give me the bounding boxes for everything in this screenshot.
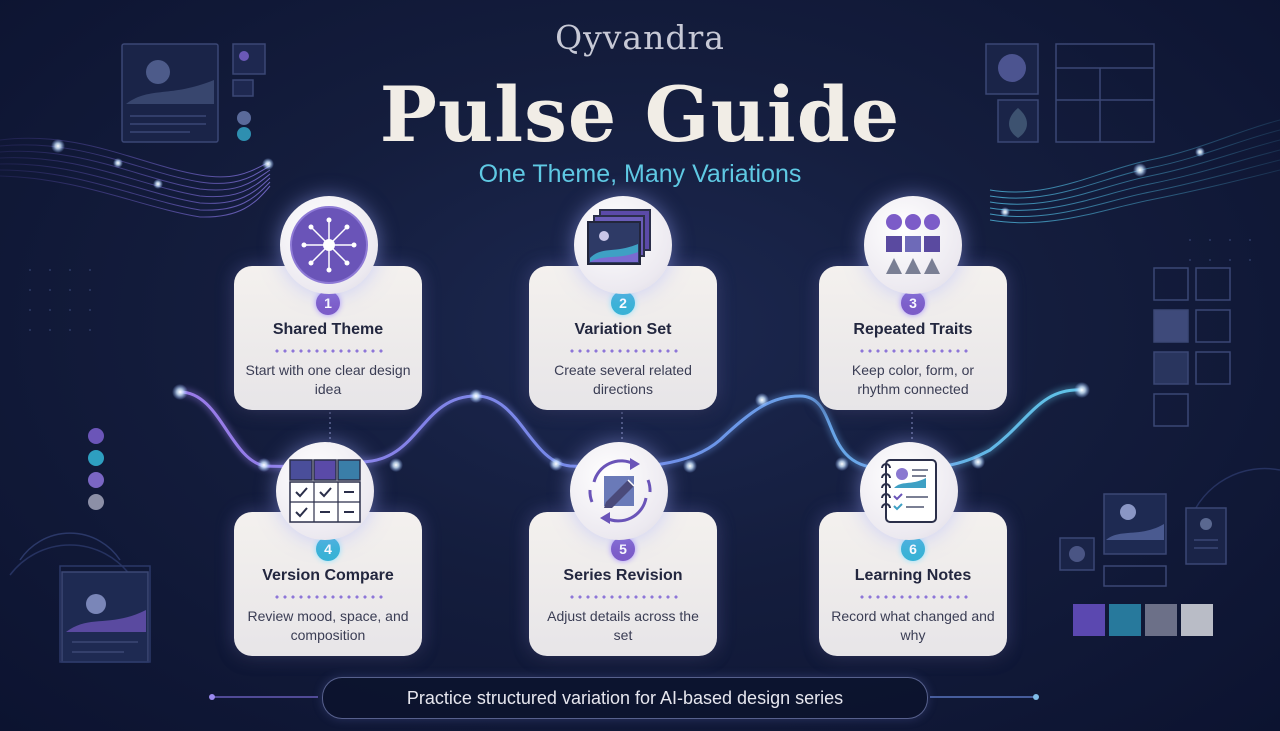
dot-grid [29,239,1251,331]
step-badge: 6 [901,537,925,561]
step-icon-holder-3 [864,196,962,294]
deco-frame-bottom-right [1059,467,1280,587]
deco-squares-right [1153,267,1231,427]
wave-sparkles [51,139,1205,217]
dotted-divider [568,595,678,599]
step-badge: 1 [316,291,340,315]
deco-frame-top-left [121,43,266,143]
step-description: Record what changed and why [831,608,995,643]
dotted-divider [568,349,678,353]
shapes-grid-icon [886,214,940,274]
step-icon-holder-6 [860,442,958,540]
brand-name: Qyvandra [555,18,725,57]
step-badge: 3 [901,291,925,315]
step-title: Variation Set [574,321,672,338]
step-description: Start with one clear design idea [245,362,411,397]
step-icon-holder-4 [276,442,374,540]
dotted-divider [858,595,968,599]
step-badge: 5 [611,537,635,561]
stacked-images-icon [587,209,651,265]
deco-frame-top-right [985,43,1155,143]
step-description: Keep color, form, or rhythm connected [851,362,975,397]
footer-banner: Practice structured variation for AI-bas… [322,677,928,719]
swatch-row [1073,604,1213,636]
radial-burst-icon [290,206,368,284]
deco-frame-bottom-left [9,532,151,663]
step-card-3: 3 Repeated Traits Keep color, form, or r… [819,266,1007,410]
deco-color-dots-left [88,428,104,510]
wire-nodes [172,382,1090,473]
step-description: Create several related directions [554,362,692,397]
step-description: Review mood, space, and composition [247,608,409,643]
edit-cycle-icon [588,458,652,524]
step-badge: 2 [611,291,635,315]
dotted-divider [273,595,383,599]
step-icon-holder-1 [280,196,378,294]
step-badge: 4 [316,537,340,561]
page-subtitle: One Theme, Many Variations [478,160,802,188]
page-title: Pulse Guide [379,70,901,159]
wave-right [989,119,1280,224]
step-icon-holder-2 [574,196,672,294]
notebook-icon [881,459,937,523]
step-description: Adjust details across the set [547,608,699,643]
step-title: Series Revision [563,567,683,584]
step-title: Learning Notes [854,567,972,584]
step-title: Repeated Traits [853,321,973,338]
step-icon-holder-5 [570,442,668,540]
dotted-divider [273,349,383,353]
step-card-1: 1 Shared Theme Start with one clear desi… [234,266,422,410]
dotted-divider [858,349,968,353]
step-title: Shared Theme [272,321,384,338]
step-title: Version Compare [262,567,394,584]
footer-lines [209,694,1039,700]
comparison-grid-icon [289,459,361,523]
